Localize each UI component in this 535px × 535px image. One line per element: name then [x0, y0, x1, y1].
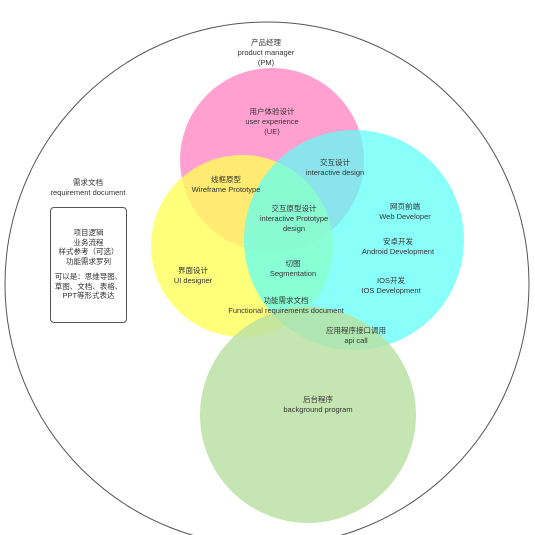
backend-label-en: background program: [283, 405, 353, 414]
wireframe-label-cn: 线框原型: [211, 175, 241, 184]
backend-label-cn: 后台程序: [303, 395, 333, 404]
requirement-line: 样式参考（可选）: [58, 247, 119, 256]
api-label-cn: 应用程序接口调用: [326, 326, 386, 335]
requirement-line: 项目逻辑: [73, 228, 104, 237]
ue-label-cn: 用户体验设计: [249, 107, 295, 116]
api-label: 应用程序接口调用 api call: [326, 326, 386, 346]
pm-label: 产品经理 product manager (PM): [238, 38, 295, 68]
prototype-label-en2: design: [282, 224, 306, 233]
requirement-note-line: PPT等形式表达: [62, 291, 115, 300]
ios-label-cn: IOS开发: [377, 276, 405, 285]
ui-label-en: UI designer: [173, 276, 213, 285]
interaction-label-cn: 交互设计: [320, 158, 350, 167]
backend-label: 后台程序 background program: [283, 395, 352, 415]
ue-label-abbr: (UE): [264, 127, 280, 136]
frd-label: 功能需求文档 Functional requirements document: [228, 296, 343, 316]
pm-label-cn: 产品经理: [250, 38, 281, 47]
android-label-cn: 安卓开发: [382, 237, 413, 246]
requirement-label-cn: 需求文档: [72, 178, 103, 187]
pm-label-en: product manager: [237, 48, 295, 57]
cut-label: 切图 Segmentation: [270, 259, 316, 279]
android-label: 安卓开发 Android Development: [362, 237, 434, 257]
prototype-label-en1: interactive Prototype: [259, 214, 329, 223]
interaction-label: 交互设计 interactive design: [306, 158, 364, 178]
ue-label-en: user experience: [245, 117, 299, 126]
requirement-box: 项目逻辑 业务流程 样式参考（可选） 功能需求罗列 可以是：思维导图、 草图、文…: [50, 207, 127, 323]
pm-label-abbr: (PM): [257, 58, 275, 67]
requirement-line: 业务流程: [73, 237, 104, 247]
frontend-circle: [244, 130, 464, 350]
wireframe-label: 线框原型 Wireframe Prototype: [192, 175, 261, 195]
requirement-note-line: 草图、文档、表格、: [54, 281, 123, 291]
ios-label-en: IOS Development: [361, 286, 421, 295]
requirement-label-en: requirement document: [50, 188, 126, 197]
requirement-note-line: 可以是：思维导图、: [54, 272, 123, 281]
ui-label-cn: 界面设计: [177, 266, 208, 275]
interaction-label-en: interactive design: [305, 168, 365, 177]
cut-label-en: Segmentation: [269, 269, 317, 278]
frd-label-en: Functional requirements document: [228, 306, 344, 315]
backend-circle: [200, 307, 416, 523]
web-label-en: Web Developer: [379, 212, 431, 221]
frd-label-cn: 功能需求文档: [263, 296, 309, 305]
api-label-en: api call: [344, 336, 368, 345]
web-label: 网页前端 Web Developer: [379, 202, 431, 222]
ui-label: 界面设计 UI designer: [174, 266, 212, 286]
prototype-label-cn: 交互原型设计: [271, 204, 317, 213]
wireframe-label-en: Wireframe Prototype: [191, 185, 261, 194]
venn-circles: [151, 68, 464, 523]
ios-label: IOS开发 IOS Development: [361, 276, 420, 296]
requirement-line: 功能需求罗列: [66, 256, 111, 266]
prototype-label: 交互原型设计 interactive Prototype design: [260, 204, 328, 234]
ue-label: 用户体验设计 user experience (UE): [245, 107, 298, 137]
cut-label-cn: 切图: [285, 259, 301, 268]
web-label-cn: 网页前端: [390, 202, 420, 211]
android-label-en: Android Development: [361, 247, 435, 256]
requirement-box-lines: 项目逻辑 业务流程 样式参考（可选） 功能需求罗列 可以是：思维导图、 草图、文…: [51, 208, 126, 301]
requirement-label: 需求文档 requirement document: [50, 178, 125, 198]
